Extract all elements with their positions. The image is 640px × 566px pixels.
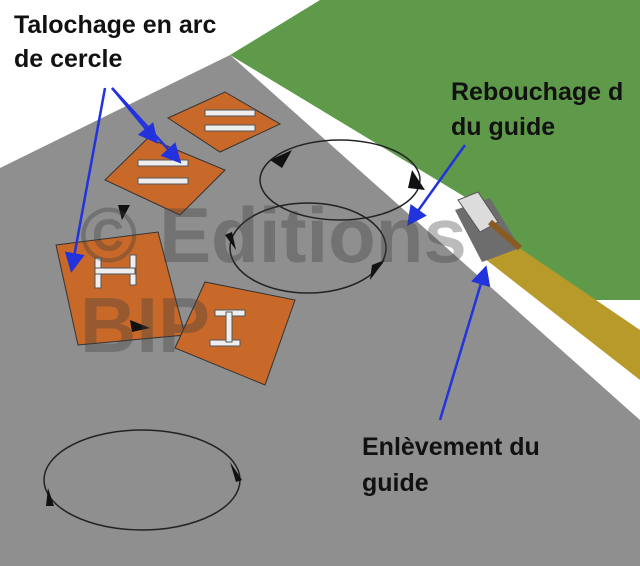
- label-talochage-line2: de cercle: [14, 45, 123, 73]
- guide-strip: [480, 245, 640, 380]
- watermark-line2: BIP: [80, 281, 211, 369]
- watermark-line1: © Editions: [80, 191, 467, 279]
- grass: [230, 0, 640, 300]
- trowel-icon: [457, 191, 522, 251]
- label-rebouchage-line2: du guide: [451, 113, 556, 141]
- label-rebouchage-line1: Rebouchage d: [451, 78, 624, 106]
- label-enlevement-line2: guide: [362, 469, 429, 497]
- direction-arrowhead: [46, 150, 425, 506]
- board: [55, 91, 296, 386]
- callout-arrow: [64, 87, 491, 421]
- label-enlevement-line1: Enlèvement du: [362, 433, 540, 461]
- label-talochage-line1: Talochage en arc: [14, 11, 217, 39]
